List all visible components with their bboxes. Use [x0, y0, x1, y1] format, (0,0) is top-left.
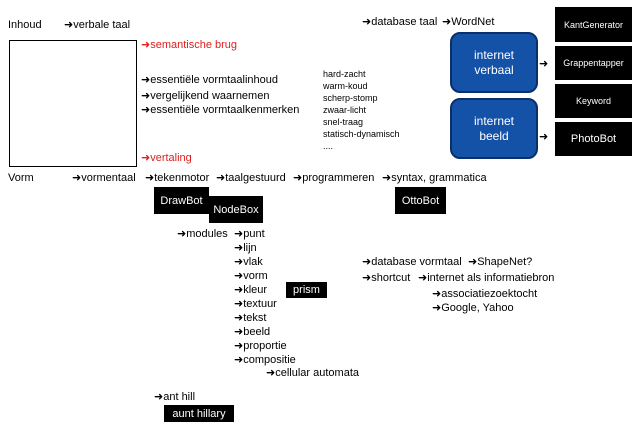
semantische-brug-label: ➜semantische brug [141, 39, 238, 51]
database-vormtaal-label: ➜database vormtaal [362, 256, 462, 268]
kenmerk-item: .... [323, 141, 334, 151]
aunt-hillary-box: aunt hillary [164, 405, 234, 422]
bubble-line: beeld [479, 128, 509, 143]
tekenmotor-label: ➜tekenmotor [145, 172, 210, 184]
prism-box: prism [286, 282, 327, 298]
internet-bron-label: ➜internet als informatiebron [418, 272, 555, 284]
inhoud-label: Inhoud [8, 19, 42, 31]
ant-hill-label: ➜ant hill [154, 391, 196, 403]
associatiezoektocht-label: ➜associatiezoektocht [432, 288, 538, 300]
kenmerk-item: zwaar-licht [323, 105, 367, 115]
kenmerk-item: statisch-dynamisch [323, 129, 400, 139]
module-item: ➜vorm [234, 270, 268, 282]
cellular-automata-label: ➜cellular automata [266, 367, 359, 379]
content-frame [9, 40, 137, 167]
vorm-label: Vorm [8, 172, 34, 184]
module-item: ➜tekst [234, 312, 267, 324]
vormtaalinhoud-label: ➜essentiële vormtaalinhoud [141, 74, 279, 86]
programmeren-label: ➜programmeren [293, 172, 375, 184]
shortcut-label: ➜shortcut [362, 272, 411, 284]
vormentaal-label: ➜vormentaal [72, 172, 136, 184]
kenmerk-item: snel-traag [323, 117, 364, 127]
database-taal-label: ➜database taal [362, 16, 438, 28]
kenmerk-item: hard-zacht [323, 69, 366, 79]
arrow-to-grappentapper: ➜ [539, 58, 549, 70]
grappentapper-box: Grappentapper [555, 46, 632, 80]
vormtaalkenmerken-label: ➜essentiële vormtaalkenmerken [141, 104, 300, 116]
wordnet-label: ➜WordNet [442, 16, 495, 28]
nodebox-box: NodeBox [209, 196, 263, 223]
kantgenerator-box: KantGenerator [555, 7, 632, 42]
module-item: ➜compositie [234, 354, 296, 366]
bubble-line: internet [473, 113, 515, 128]
taalgestuurd-label: ➜taalgestuurd [216, 172, 286, 184]
kenmerk-item: warm-koud [323, 81, 368, 91]
bubble-line: verbaal [474, 62, 514, 77]
photobot-box: PhotoBot [555, 122, 632, 156]
verbale-taal-label: ➜verbale taal [64, 19, 131, 31]
module-item: ➜vlak [234, 256, 263, 268]
keyword-box: Keyword [555, 84, 632, 118]
module-item: ➜punt [234, 228, 265, 240]
module-item: ➜proportie [234, 340, 287, 352]
vergelijkend-waarnemen-label: ➜vergelijkend waarnemen [141, 90, 270, 102]
module-item: ➜beeld [234, 326, 271, 338]
kenmerk-item: scherp-stomp [323, 93, 378, 103]
vertaling-label: ➜vertaling [141, 152, 192, 164]
ottobot-box: OttoBot [395, 187, 446, 214]
drawbot-box: DrawBot [154, 187, 209, 214]
module-item: ➜textuur [234, 298, 277, 310]
syntax-label: ➜syntax, grammatica [382, 172, 487, 184]
arrow-to-photobot: ➜ [539, 131, 549, 143]
bubble-line: internet [473, 47, 515, 62]
shapenet-label: ➜ShapeNet? [468, 256, 533, 268]
module-item: ➜lijn [234, 242, 257, 254]
google-yahoo-label: ➜Google, Yahoo [432, 302, 514, 314]
modules-label: ➜modules [177, 228, 228, 240]
module-item: ➜kleur [234, 284, 268, 296]
